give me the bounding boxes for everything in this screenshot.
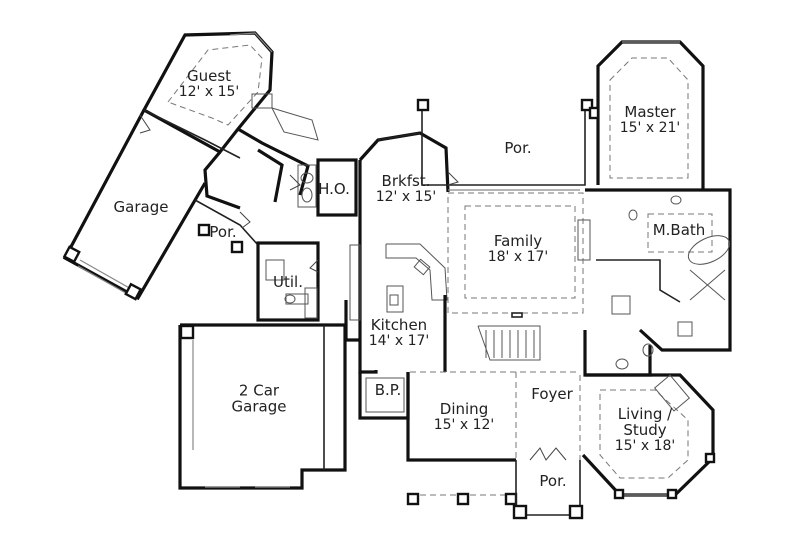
- room-dims: 15' x 12': [433, 416, 495, 433]
- room-dims: 15' x 21': [619, 119, 681, 136]
- room-label-master: Master 15' x 21': [619, 102, 681, 136]
- room-label-utility: Util.: [273, 273, 303, 292]
- room-name: Por.: [539, 472, 567, 491]
- utility-room: [256, 241, 320, 322]
- room-name: Family: [493, 231, 543, 250]
- room-label-dining: Dining 15' x 12': [433, 399, 495, 433]
- room-label-master-bath: M.Bath: [652, 221, 706, 240]
- room-dims: 12' x 15': [178, 83, 240, 100]
- room-name: Por.: [504, 139, 532, 158]
- room-name: M.Bath: [652, 221, 706, 240]
- room-name: H.O.: [318, 180, 350, 199]
- room-name: Dining: [439, 399, 489, 418]
- hall-bath: [583, 330, 654, 377]
- room-label-front-porch: Por.: [539, 472, 567, 491]
- room-name: Foyer: [531, 385, 573, 404]
- front-porch: [406, 460, 584, 520]
- kitchen-breakfast: [344, 131, 450, 374]
- guest-wing: [141, 31, 319, 210]
- room-name: 2 Car: [238, 381, 280, 400]
- master-suite: [588, 40, 705, 190]
- room-name: Garage: [113, 198, 169, 217]
- dining-foyer: [406, 371, 581, 462]
- room-label-foyer: Foyer: [531, 385, 573, 404]
- room-label-garage: Garage: [113, 198, 169, 217]
- room-name: Living /: [617, 404, 673, 423]
- room-name: Brkfst.: [381, 171, 431, 190]
- room-label-guest: Guest 12' x 15': [178, 66, 240, 100]
- room-label-two-car-garage: 2 Car Garage: [231, 381, 287, 415]
- rear-porch: [416, 98, 594, 186]
- room-dims: 14' x 17': [368, 332, 430, 349]
- room-label-side-porch: Por.: [209, 223, 237, 242]
- room-name: Guest: [186, 66, 232, 85]
- room-name: Por.: [209, 223, 237, 242]
- room-name: Util.: [273, 273, 303, 292]
- room-label-breakfast: Brkfst. 12' x 15': [375, 171, 437, 205]
- staircase: [477, 312, 541, 361]
- room-label-home-office: H.O.: [318, 180, 350, 199]
- room-name-line2: Garage: [231, 397, 287, 415]
- room-label-butler-pantry: B.P.: [374, 381, 402, 400]
- master-bath: [585, 188, 732, 352]
- room-label-family: Family 18' x 17': [487, 231, 549, 265]
- living-study: [581, 373, 716, 500]
- room-name: B.P.: [374, 381, 402, 400]
- side-porch: [194, 199, 259, 254]
- garage-wing: [62, 109, 241, 301]
- room-dims: 12' x 15': [375, 188, 437, 205]
- room-label-rear-porch: Por.: [504, 139, 532, 158]
- room-dims: 15' x 18': [614, 437, 676, 454]
- room-dims: 18' x 17': [487, 248, 549, 265]
- room-name-line2: Study: [623, 420, 667, 439]
- room-label-living-study: Living / Study 15' x 18': [614, 404, 676, 454]
- room-label-kitchen: Kitchen 14' x 17': [368, 315, 430, 349]
- room-name: Master: [624, 102, 676, 121]
- room-name: Kitchen: [370, 315, 428, 334]
- home-office: [289, 158, 358, 217]
